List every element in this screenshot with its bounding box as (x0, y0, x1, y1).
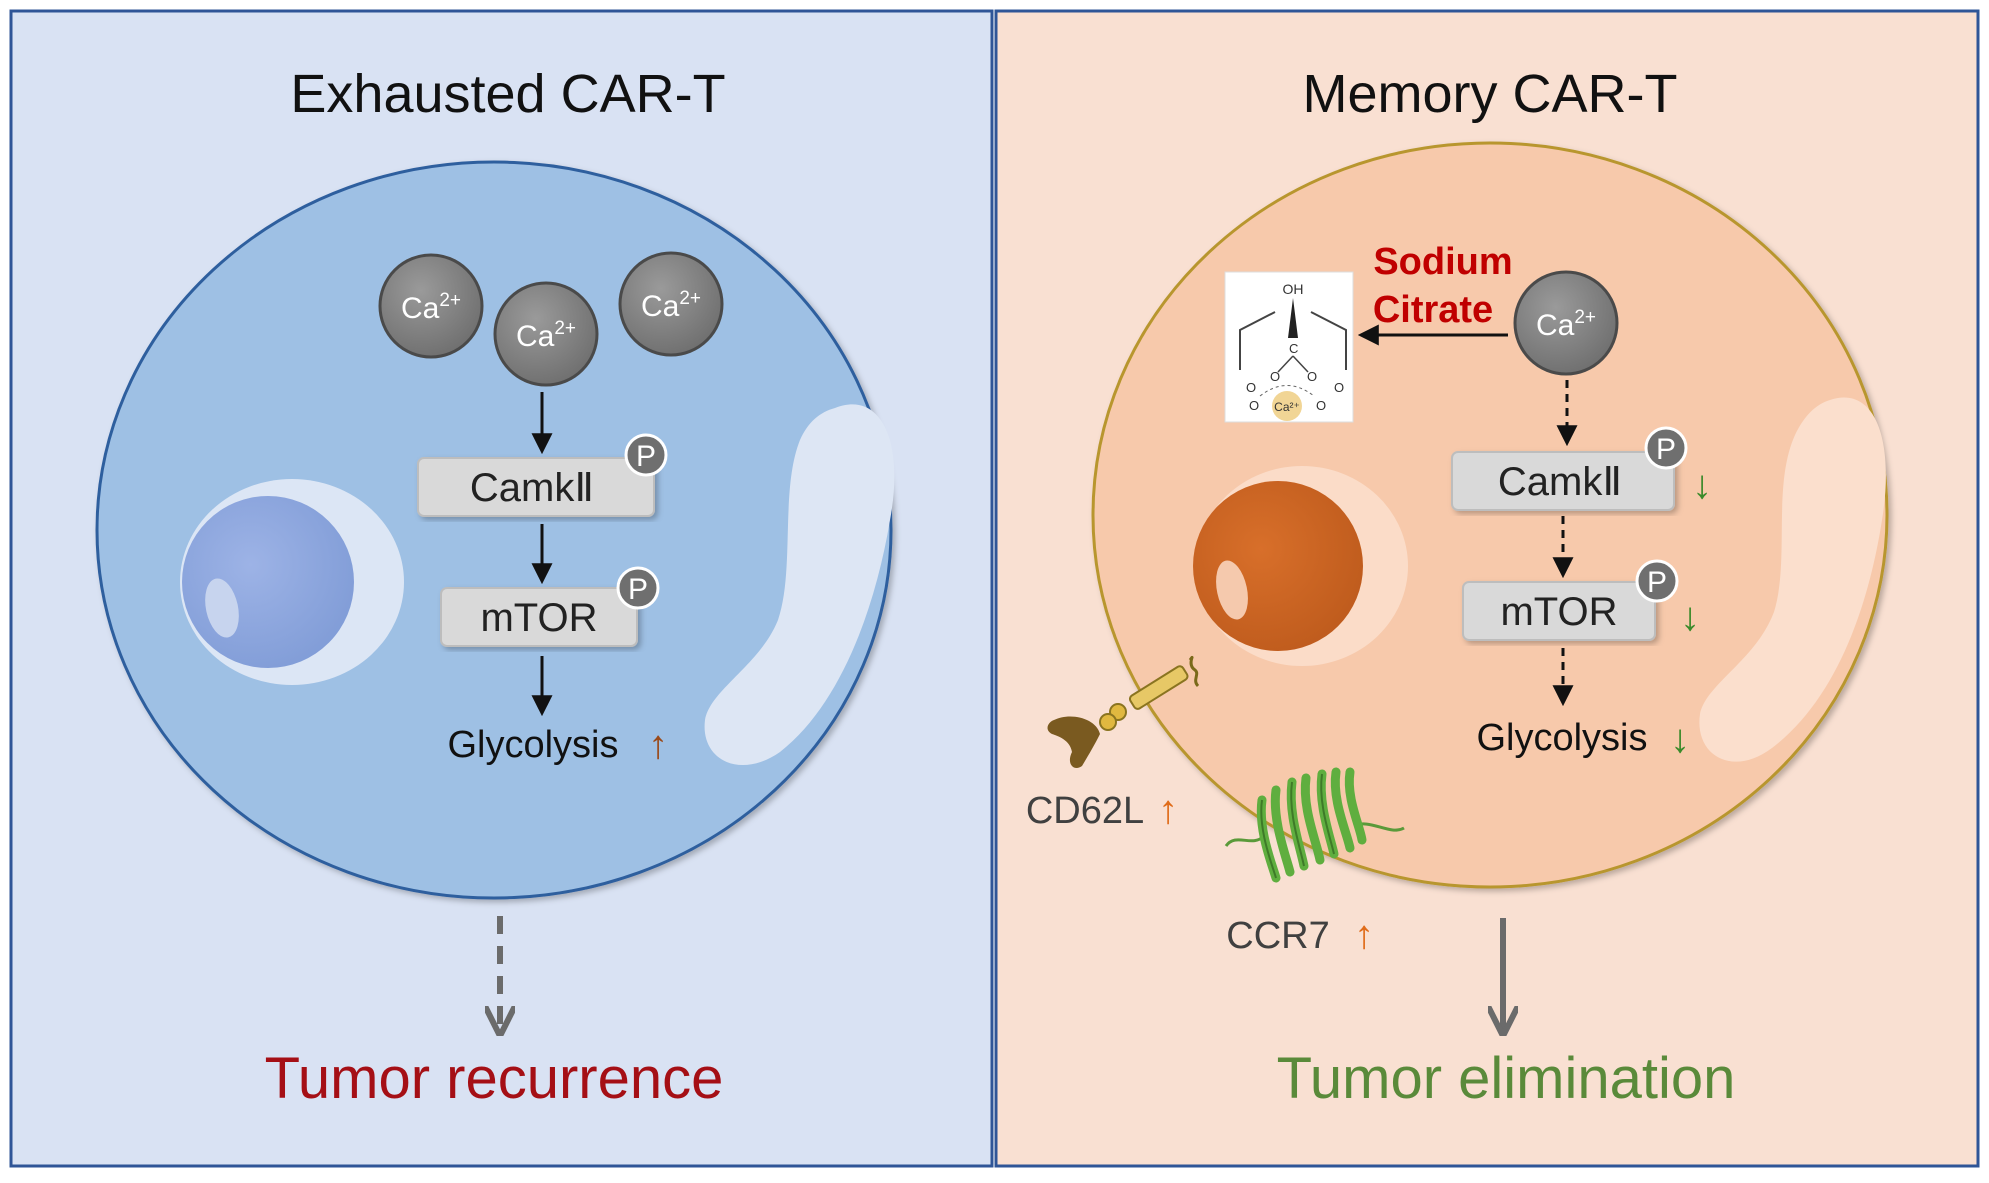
mitochondrion-left (704, 404, 895, 766)
mtor-down-arrow-right: ↓ (1680, 595, 1700, 639)
svg-text:Ca2+: Ca2+ (1536, 307, 1596, 342)
calcium-ion-right: Ca2+ (1513, 270, 1619, 376)
phospho-badge-mtor-right: P (1635, 559, 1679, 603)
svg-text:O: O (1316, 398, 1326, 413)
sodium-citrate-structure: OH C O O O O O O Ca²⁺ (1224, 271, 1354, 423)
cd62l-receptor (1047, 655, 1200, 769)
calcium-ion-1: Ca2+ (378, 253, 484, 359)
svg-text:P: P (636, 440, 656, 473)
tumor-elimination-label: Tumor elimination (1277, 1046, 1736, 1111)
svg-text:C: C (1289, 341, 1298, 356)
ccr7-up-arrow: ↑ (1354, 913, 1374, 957)
camk-down-arrow-right: ↓ (1692, 463, 1712, 507)
right-panel-title: Memory CAR-T (1303, 64, 1678, 124)
svg-text:O: O (1307, 369, 1317, 384)
svg-text:Ca2+: Ca2+ (641, 288, 701, 323)
svg-text:O: O (1270, 369, 1280, 384)
svg-text:P: P (1656, 433, 1676, 466)
glycolysis-down-arrow-right: ↓ (1670, 717, 1690, 761)
glycolysis-label-right: Glycolysis (1476, 717, 1647, 759)
phospho-badge-mtor-left: P (616, 566, 660, 610)
svg-text:O: O (1334, 380, 1344, 395)
phospho-badge-camk-right: P (1644, 426, 1688, 470)
tumor-recurrence-label: Tumor recurrence (265, 1046, 724, 1111)
camk-box-left (417, 457, 655, 517)
phospho-badge-camk-left: P (624, 433, 668, 477)
left-panel-title: Exhausted CAR-T (290, 64, 725, 124)
svg-text:O: O (1246, 380, 1256, 395)
svg-text:P: P (628, 573, 648, 606)
svg-text:OH: OH (1283, 281, 1304, 297)
nucleus-right (1193, 466, 1408, 666)
cd62l-up-arrow: ↑ (1158, 788, 1178, 832)
glycolysis-up-arrow-left: ↑ (648, 723, 668, 767)
svg-text:Ca²⁺: Ca²⁺ (1274, 400, 1300, 414)
svg-text:Ca2+: Ca2+ (516, 318, 576, 353)
camk-label-left: CamkⅡ (470, 466, 594, 510)
sodium-citrate-line1: Sodium (1373, 241, 1512, 283)
mtor-box-left (440, 587, 638, 647)
svg-text:P: P (1647, 566, 1667, 599)
ccr7-label: CCR7 (1226, 915, 1329, 957)
calcium-ion-3: Ca2+ (618, 251, 724, 357)
camk-label-right: CamkⅡ (1498, 460, 1622, 504)
camk-box-right (1451, 451, 1675, 511)
svg-text:O: O (1249, 398, 1259, 413)
mitochondrion-right (1699, 397, 1886, 762)
svg-text:Ca2+: Ca2+ (401, 290, 461, 325)
cd62l-label: CD62L (1026, 790, 1144, 832)
ccr7-receptor (1224, 767, 1405, 883)
mtor-box-right (1462, 581, 1656, 641)
calcium-ion-2: Ca2+ (493, 281, 599, 387)
sodium-citrate-line2: Citrate (1373, 289, 1493, 331)
mtor-label-left: mTOR (480, 596, 597, 640)
nucleus-left (180, 479, 404, 685)
glycolysis-label-left: Glycolysis (447, 724, 618, 766)
mtor-label-right: mTOR (1500, 590, 1617, 634)
